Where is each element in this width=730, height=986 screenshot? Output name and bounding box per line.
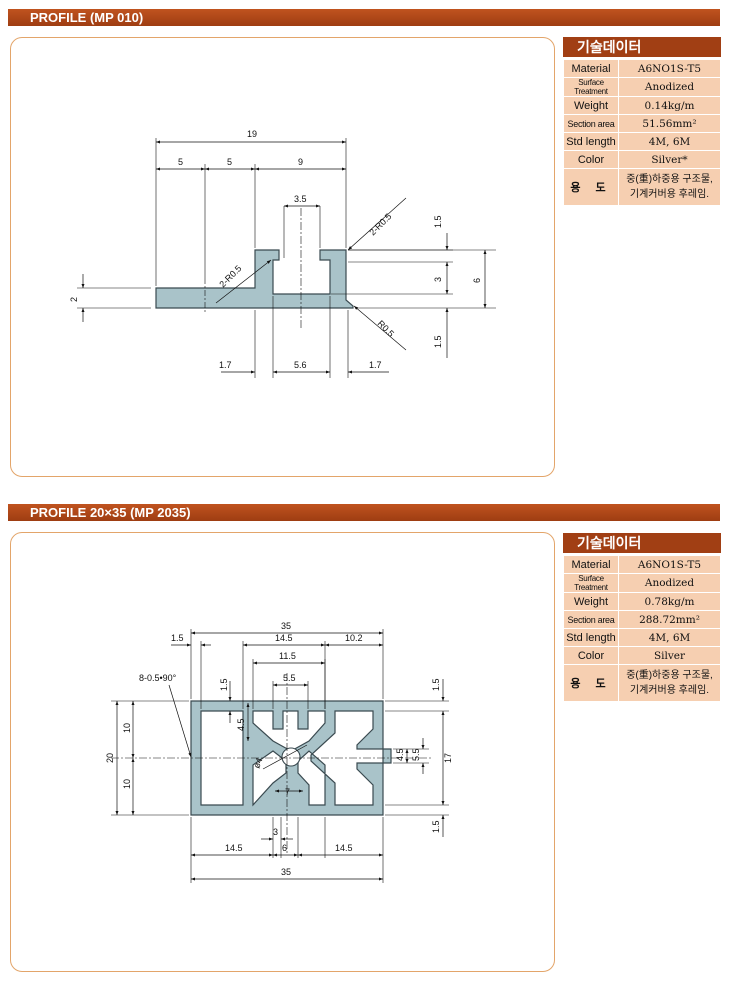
- profile2-spec-title: 기술데이터: [563, 533, 721, 553]
- dim-1-5-right-bottom: 1.5: [431, 820, 441, 833]
- dim-7: 7: [285, 787, 290, 797]
- dim-height-3: 3: [433, 277, 443, 282]
- dim-10-bottom: 10: [122, 779, 132, 789]
- dim-1-5-right-top: 1.5: [431, 678, 441, 691]
- dim-chamfer: 8-0.5•90°: [139, 673, 177, 683]
- profile2-header-bar: PROFILE 20×35 (MP 2035): [8, 504, 720, 521]
- spec-row-use: 용 도 중(重)하중용 구조물,기계커버용 후레임.: [563, 168, 721, 206]
- profile1-shape: [155, 249, 354, 309]
- dim-1-5-left: 1.5: [171, 633, 184, 643]
- dim-diameter: ø4: [251, 756, 264, 769]
- dim-1-5-vertical-left: 1.5: [219, 678, 229, 691]
- dim-height-1-5-bottom: 1.5: [433, 335, 443, 348]
- spec-row-use: 용 도 중(重)하중용 구조물,기계커버용 후레임.: [563, 664, 721, 702]
- dim-4-5-right: 4.5: [395, 748, 405, 761]
- dim-5-5: 5.5: [283, 673, 296, 683]
- dim-w5-left: 5: [178, 157, 183, 167]
- dim-bottom-5-6: 5.6: [294, 360, 307, 370]
- dim-3: 3: [273, 827, 278, 837]
- profile1-spec-title: 기술데이터: [563, 37, 721, 57]
- dim-w5-mid: 5: [227, 157, 232, 167]
- dim-35-top: 35: [281, 621, 291, 631]
- dim-6: 6: [282, 843, 287, 853]
- dim-bottom-1-7-right: 1.7: [369, 360, 382, 370]
- dim-35-bottom: 35: [281, 867, 291, 877]
- profile1-title: PROFILE (MP 010): [30, 10, 144, 25]
- profile2-drawing-panel: 35 1.5 14.5 10.2 11.5 5.5 8-0.5•90° 1.5 …: [10, 532, 555, 972]
- dim-thickness-2: 2: [69, 297, 79, 302]
- profile1-header-bar: PROFILE (MP 010): [8, 9, 720, 26]
- dim-14-5-bottom-right: 14.5: [335, 843, 353, 853]
- profile2-drawing: 35 1.5 14.5 10.2 11.5 5.5 8-0.5•90° 1.5 …: [105, 621, 453, 883]
- dim-slot-width: 3.5: [294, 194, 307, 204]
- dim-5-5-right: 5.5: [411, 748, 421, 761]
- dim-radius-left: 2-R0.5: [217, 263, 243, 289]
- dim-14-5-bottom-left: 14.5: [225, 843, 243, 853]
- dim-14-5-top: 14.5: [275, 633, 293, 643]
- dim-w9: 9: [298, 157, 303, 167]
- dim-bottom-1-7-left: 1.7: [219, 360, 232, 370]
- dim-height-6: 6: [472, 278, 482, 283]
- profile1-drawing: 19 5 5 9 3.5 1.7 5.6 1.7 1.5 3 6 1.5 2 2…: [69, 129, 496, 378]
- dim-radius-right: 2-R0.5: [367, 211, 393, 237]
- dim-17: 17: [443, 753, 453, 763]
- dim-10-2: 10.2: [345, 633, 363, 643]
- dim-10-top: 10: [122, 723, 132, 733]
- profile2-title: PROFILE 20×35 (MP 2035): [30, 505, 191, 520]
- dim-total-width: 19: [247, 129, 257, 139]
- dim-radius-bottom: R0.5: [376, 318, 397, 339]
- dim-20: 20: [105, 753, 115, 763]
- dim-4-5-vertical-left: 4.5: [236, 718, 246, 731]
- profile1-drawing-panel: 19 5 5 9 3.5 1.7 5.6 1.7 1.5 3 6 1.5 2 2…: [10, 37, 555, 477]
- dim-11-5: 11.5: [279, 651, 296, 661]
- dim-height-1-5-top: 1.5: [433, 215, 443, 228]
